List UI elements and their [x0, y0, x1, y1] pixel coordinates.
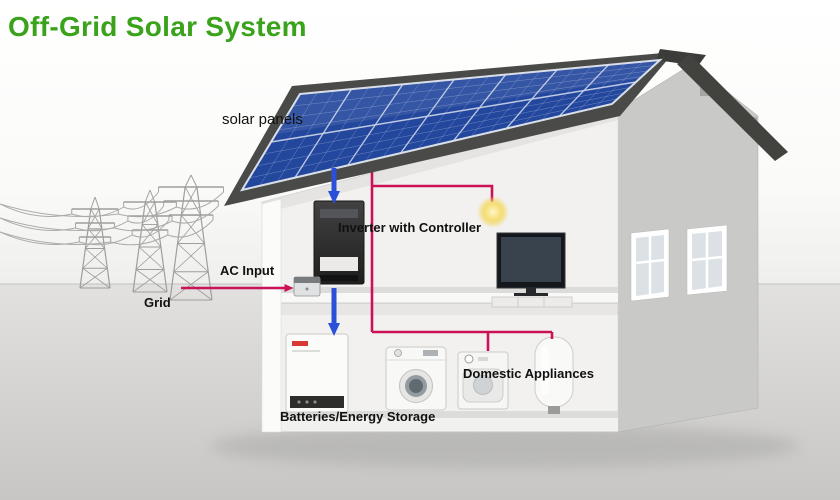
inverter-unit [313, 200, 365, 285]
washing-machine [385, 346, 447, 411]
solar-panels-label: solar panels [222, 111, 303, 128]
house-shadow [210, 424, 800, 468]
house-interior [261, 107, 619, 433]
left-wall-section [261, 198, 282, 433]
roof-right-edge [677, 54, 788, 161]
ac-input-label: AC Input [220, 263, 275, 278]
water-heater [534, 336, 574, 414]
roof [224, 49, 788, 206]
window [686, 224, 728, 296]
house [261, 63, 759, 433]
tv [491, 232, 573, 308]
battery-cabinet [285, 333, 349, 413]
window [630, 228, 670, 302]
page-title: Off-Grid Solar System [8, 11, 307, 42]
ground-floor-slab [262, 411, 618, 433]
power-lines [0, 191, 224, 246]
solar-panel-array [239, 58, 663, 192]
light-bulb [477, 196, 509, 228]
compact-appliance [457, 351, 509, 410]
ac-input-box [293, 276, 321, 297]
inverter-label: Inverter with Controller [338, 220, 482, 235]
grid-label: Grid [144, 295, 171, 310]
power-towers [71, 174, 225, 301]
batteries-label: Batteries/Energy Storage [280, 409, 436, 424]
domestic-appliances-label: Domestic Appliances [463, 366, 595, 381]
